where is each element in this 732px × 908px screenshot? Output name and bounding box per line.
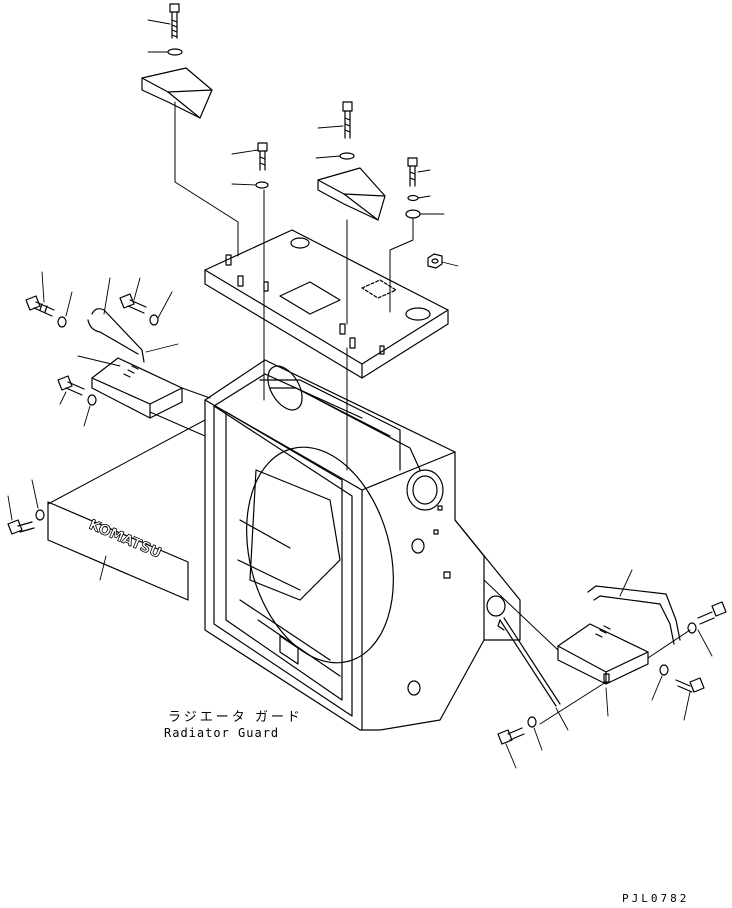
bolt-bottom-right	[497, 727, 525, 745]
washer-right-large	[405, 209, 421, 219]
washer-right-small	[407, 194, 419, 202]
callout-lines-right	[505, 569, 713, 769]
washer-left-upper-2	[149, 314, 159, 326]
bolt-left-upper-2	[119, 293, 147, 314]
washer-right-upper	[687, 622, 697, 634]
radiator-frame	[204, 359, 521, 731]
washer-left-upper	[57, 316, 67, 328]
bracket-right	[557, 623, 649, 685]
drawing-code: PJL0782	[622, 892, 690, 905]
bolt-right	[407, 157, 418, 187]
bolt-mid-left	[257, 142, 268, 171]
washer-mid-left	[255, 181, 269, 189]
bracket-left	[91, 357, 183, 419]
nameplate-text: KOMATSU	[86, 517, 163, 562]
handle-right	[587, 585, 681, 645]
nut-right	[427, 253, 443, 269]
callout-lines-left	[41, 19, 459, 427]
assembly-lines-left	[47, 387, 211, 505]
washer-top-center	[339, 152, 355, 160]
rod-right	[497, 617, 561, 707]
nameplate-bolt	[7, 519, 35, 535]
washer-right-lower	[659, 664, 669, 676]
bolt-left-lower	[57, 375, 85, 396]
guard-cap-center	[317, 167, 386, 221]
caption-japanese: ラジエータ ガード	[168, 710, 303, 725]
bolt-left-upper	[25, 295, 55, 317]
bolt-right-upper	[697, 601, 727, 625]
washer-bottom-right	[527, 716, 537, 728]
caption-english: Radiator Guard	[164, 726, 280, 740]
bolt-top-center	[342, 101, 353, 139]
bolt-right-lower	[675, 677, 705, 693]
callout-lines-nameplate	[7, 479, 107, 581]
top-cover-plate	[204, 229, 449, 379]
assembly-lines	[174, 101, 414, 471]
nameplate-washer	[35, 509, 45, 521]
washer-left-lower	[87, 394, 97, 406]
nameplate: KOMATSU	[47, 501, 189, 601]
bolt-top-left	[169, 3, 180, 39]
washer-top-left	[167, 48, 183, 56]
guard-cap-left	[141, 67, 213, 119]
assembly-lines-right	[483, 579, 691, 725]
handle-left	[87, 308, 145, 363]
